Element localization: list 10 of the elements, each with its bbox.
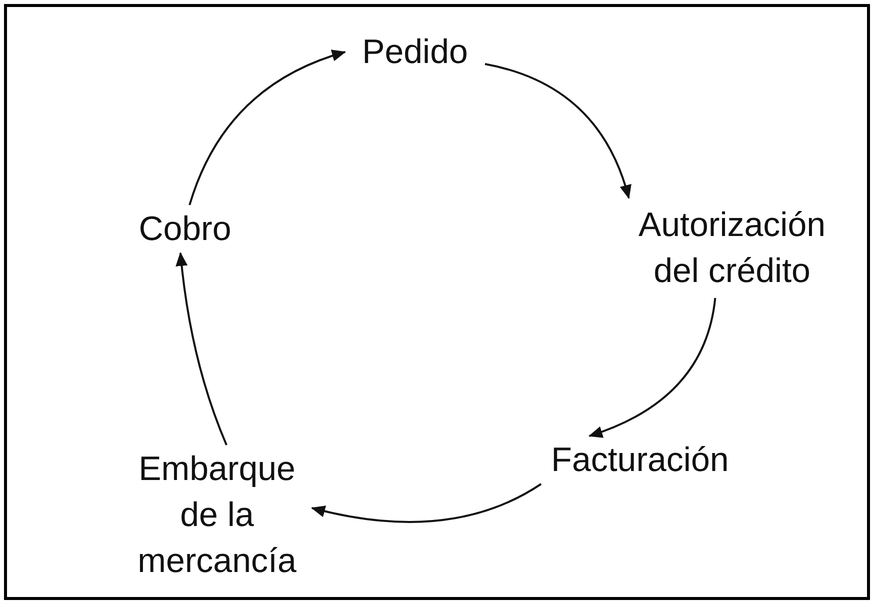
curved-arrow <box>588 298 716 438</box>
curved-arrow <box>311 483 542 523</box>
curved-arrow <box>188 50 346 206</box>
step-label: Pedido <box>362 32 468 73</box>
step-label: Facturación <box>551 440 729 481</box>
curved-arrow <box>176 252 228 446</box>
step-label: Cobro <box>138 209 232 250</box>
step-label: Autorización del crédito <box>637 205 827 292</box>
step-label: Embarque de la mercancía <box>136 449 298 582</box>
curved-arrow <box>484 63 631 199</box>
